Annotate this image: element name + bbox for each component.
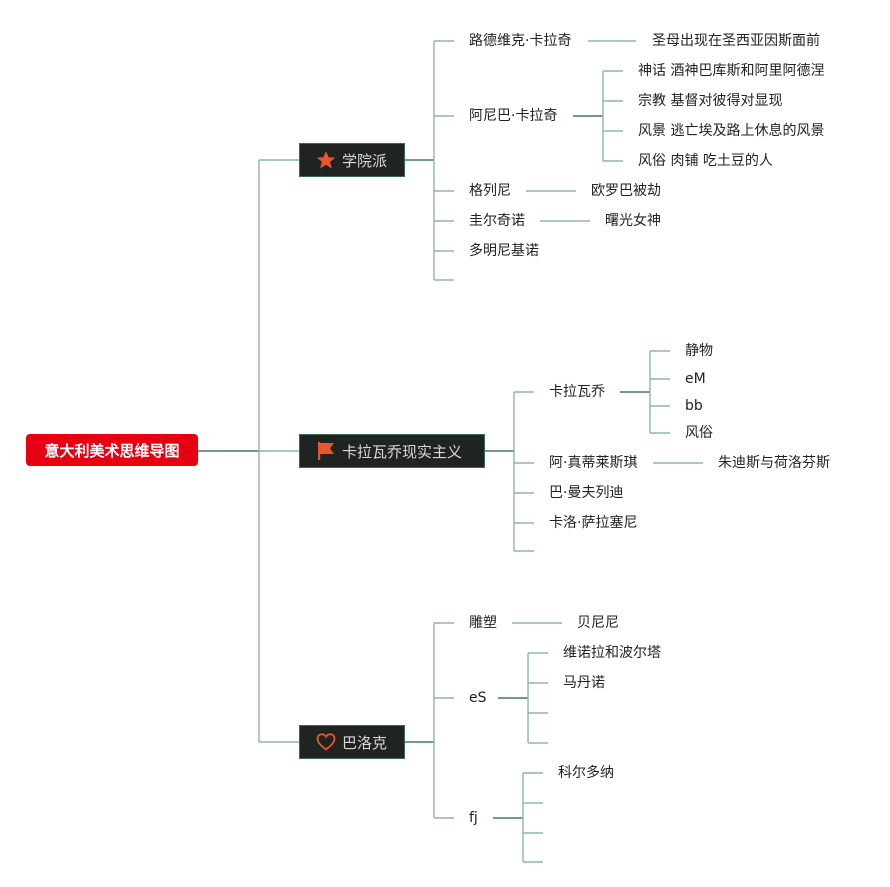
subtopic-religion[interactable]: 宗教 基督对彼得对显现 (638, 93, 783, 109)
subtopic-mythology[interactable]: 神话 酒神巴库斯和阿里阿德涅 (638, 63, 825, 79)
subtopic-maderno[interactable]: 马丹诺 (563, 675, 605, 691)
flag-icon (316, 441, 336, 461)
subtopic-judith-holofernes[interactable]: 朱迪斯与荷洛芬斯 (718, 455, 830, 471)
topic-gentileschi[interactable]: 阿·真蒂莱斯琪 (549, 455, 638, 471)
subtopic-bernini[interactable]: 贝尼尼 (577, 615, 619, 631)
branch-label-caravaggism: 卡拉瓦乔现实主义 (342, 442, 463, 461)
subtopic-landscape[interactable]: 风景 逃亡埃及路上休息的风景 (638, 123, 825, 139)
branch-label-baroque: 巴洛克 (342, 733, 388, 752)
subtopic-bb[interactable]: bb (685, 398, 703, 414)
topic-caravaggio[interactable]: 卡拉瓦乔 (549, 384, 605, 400)
topic-sculpture[interactable]: 雕塑 (469, 615, 497, 631)
subtopic-genre[interactable]: 风俗 肉铺 吃土豆的人 (638, 153, 773, 169)
topic-domenichino[interactable]: 多明尼基诺 (469, 243, 539, 259)
subtopic-rape-of-europa[interactable]: 欧罗巴被劫 (591, 183, 661, 199)
star-icon (316, 150, 336, 170)
topic-annibale-carracci[interactable]: 阿尼巴·卡拉奇 (469, 108, 558, 124)
topic-es[interactable]: eS (469, 690, 487, 706)
branch-label-academic: 学院派 (342, 151, 388, 170)
subtopic-aurora[interactable]: 曙光女神 (605, 213, 661, 229)
subtopic-still-life[interactable]: 静物 (685, 343, 713, 359)
topic-guercino[interactable]: 圭尔奇诺 (469, 213, 525, 229)
root-node[interactable]: 意大利美术思维导图 (26, 434, 198, 466)
heart-icon (316, 732, 336, 752)
subtopic-cortona[interactable]: 科尔多纳 (558, 765, 614, 781)
topic-ludovico-carracci[interactable]: 路德维克·卡拉奇 (469, 33, 572, 49)
topic-manfredi[interactable]: 巴·曼夫列迪 (549, 485, 624, 501)
branch-node-baroque[interactable]: 巴洛克 (299, 725, 405, 759)
subtopic-vignola-porta[interactable]: 维诺拉和波尔塔 (563, 645, 661, 661)
topic-saraceni[interactable]: 卡洛·萨拉塞尼 (549, 515, 638, 531)
subtopic-madonna-appearing[interactable]: 圣母出现在圣西亚因斯面前 (652, 33, 820, 49)
topic-reni[interactable]: 格列尼 (469, 183, 511, 199)
subtopic-genre-caravaggio[interactable]: 风俗 (685, 425, 713, 441)
subtopic-em[interactable]: eM (685, 371, 706, 387)
topic-fj[interactable]: fj (469, 810, 478, 826)
branch-node-academic[interactable]: 学院派 (299, 143, 405, 177)
root-node-label: 意大利美术思维导图 (44, 441, 180, 460)
branch-node-caravaggism[interactable]: 卡拉瓦乔现实主义 (299, 434, 485, 468)
